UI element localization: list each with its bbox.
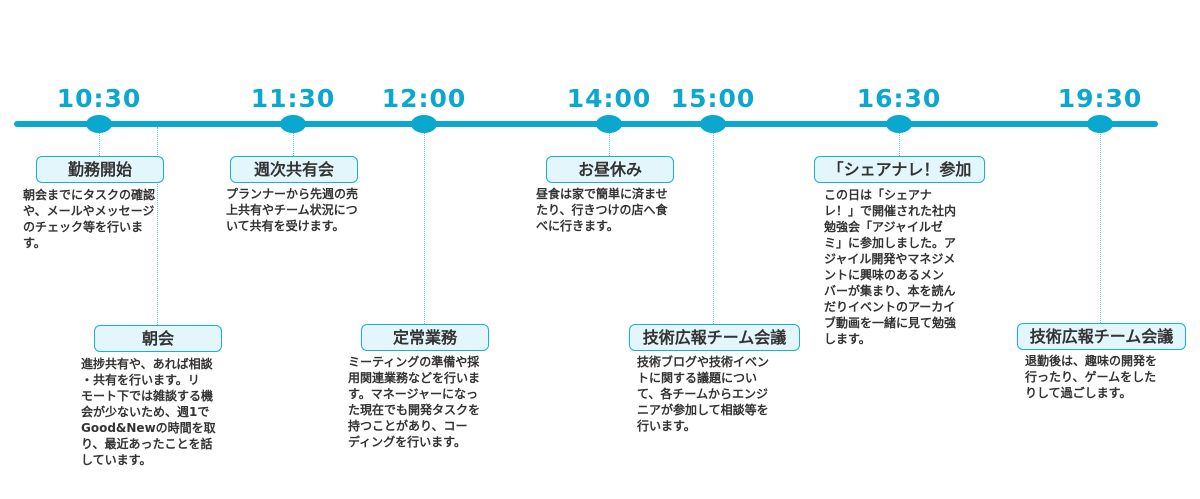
event-title-lunch: お昼休み bbox=[546, 156, 674, 183]
connector-line bbox=[424, 130, 425, 324]
connector-line bbox=[157, 127, 158, 325]
time-label: 15:00 bbox=[670, 84, 756, 113]
time-label: 11:30 bbox=[250, 84, 336, 113]
event-desc-work-start: 朝会までにタスクの確認 や、メールやメッセージ のチェック等を行いま す。 bbox=[23, 188, 156, 250]
timeline-dot bbox=[596, 115, 622, 133]
event-title-sharenare: 「シェアナレ！参加 bbox=[814, 156, 985, 183]
event-title-tech-pr-meeting: 技術広報チーム会議 bbox=[629, 324, 800, 351]
event-desc-weekly-share: プランナーから先週の売 上共有やチーム状況につ いて共有を受けます。 bbox=[226, 187, 359, 233]
connector-line bbox=[99, 130, 100, 156]
time-label: 16:30 bbox=[856, 84, 942, 113]
event-title-routine-work: 定常業務 bbox=[361, 324, 489, 351]
timeline-bar bbox=[14, 121, 1158, 127]
event-title-morning-meeting: 朝会 bbox=[94, 325, 222, 352]
timeline-dot bbox=[886, 115, 912, 133]
time-label: 10:30 bbox=[56, 84, 142, 113]
event-desc-morning-meeting: 進捗共有や、あれば相談 ・共有を行います。リ モート下では雑談する機 会が少ない… bbox=[81, 357, 216, 467]
event-desc-lunch: 昼食は家で簡単に済ませ たり、行きつけの店へ食 べに行きます。 bbox=[536, 187, 668, 233]
event-desc-routine-work: ミーティングの準備や採 用関連業務などを行いま す。マネージャーになっ た現在で… bbox=[348, 355, 481, 449]
timeline-dot bbox=[700, 115, 726, 133]
connector-line bbox=[609, 130, 610, 156]
event-title-work-start: 勤務開始 bbox=[36, 156, 164, 183]
connector-line bbox=[293, 130, 294, 156]
connector-line bbox=[1100, 130, 1101, 323]
timeline-dot bbox=[411, 115, 437, 133]
connector-line bbox=[899, 130, 900, 156]
timeline-dot bbox=[1087, 115, 1113, 133]
connector-line bbox=[713, 130, 714, 324]
event-desc-tech-pr-meeting: 技術ブログや技術イベン トに関する議題につい て、各チームからエンジ ニアが参加… bbox=[637, 355, 770, 433]
time-label: 19:30 bbox=[1057, 84, 1143, 113]
event-desc-sharenare: この日は「シェアナ レ！」で開催された社内 勉強会「アジャイルゼ ミ」に参加しま… bbox=[824, 188, 957, 346]
event-title-after-work: 技術広報チーム会議 bbox=[1017, 323, 1186, 350]
event-title-weekly-share: 週次共有会 bbox=[230, 156, 358, 183]
time-label: 12:00 bbox=[381, 84, 467, 113]
timeline-dot bbox=[280, 115, 306, 133]
time-label: 14:00 bbox=[566, 84, 652, 113]
event-desc-after-work: 退勤後は、趣味の開発を 行ったり、ゲームをした りして過ごします。 bbox=[1025, 354, 1158, 400]
timeline-dot bbox=[86, 115, 112, 133]
